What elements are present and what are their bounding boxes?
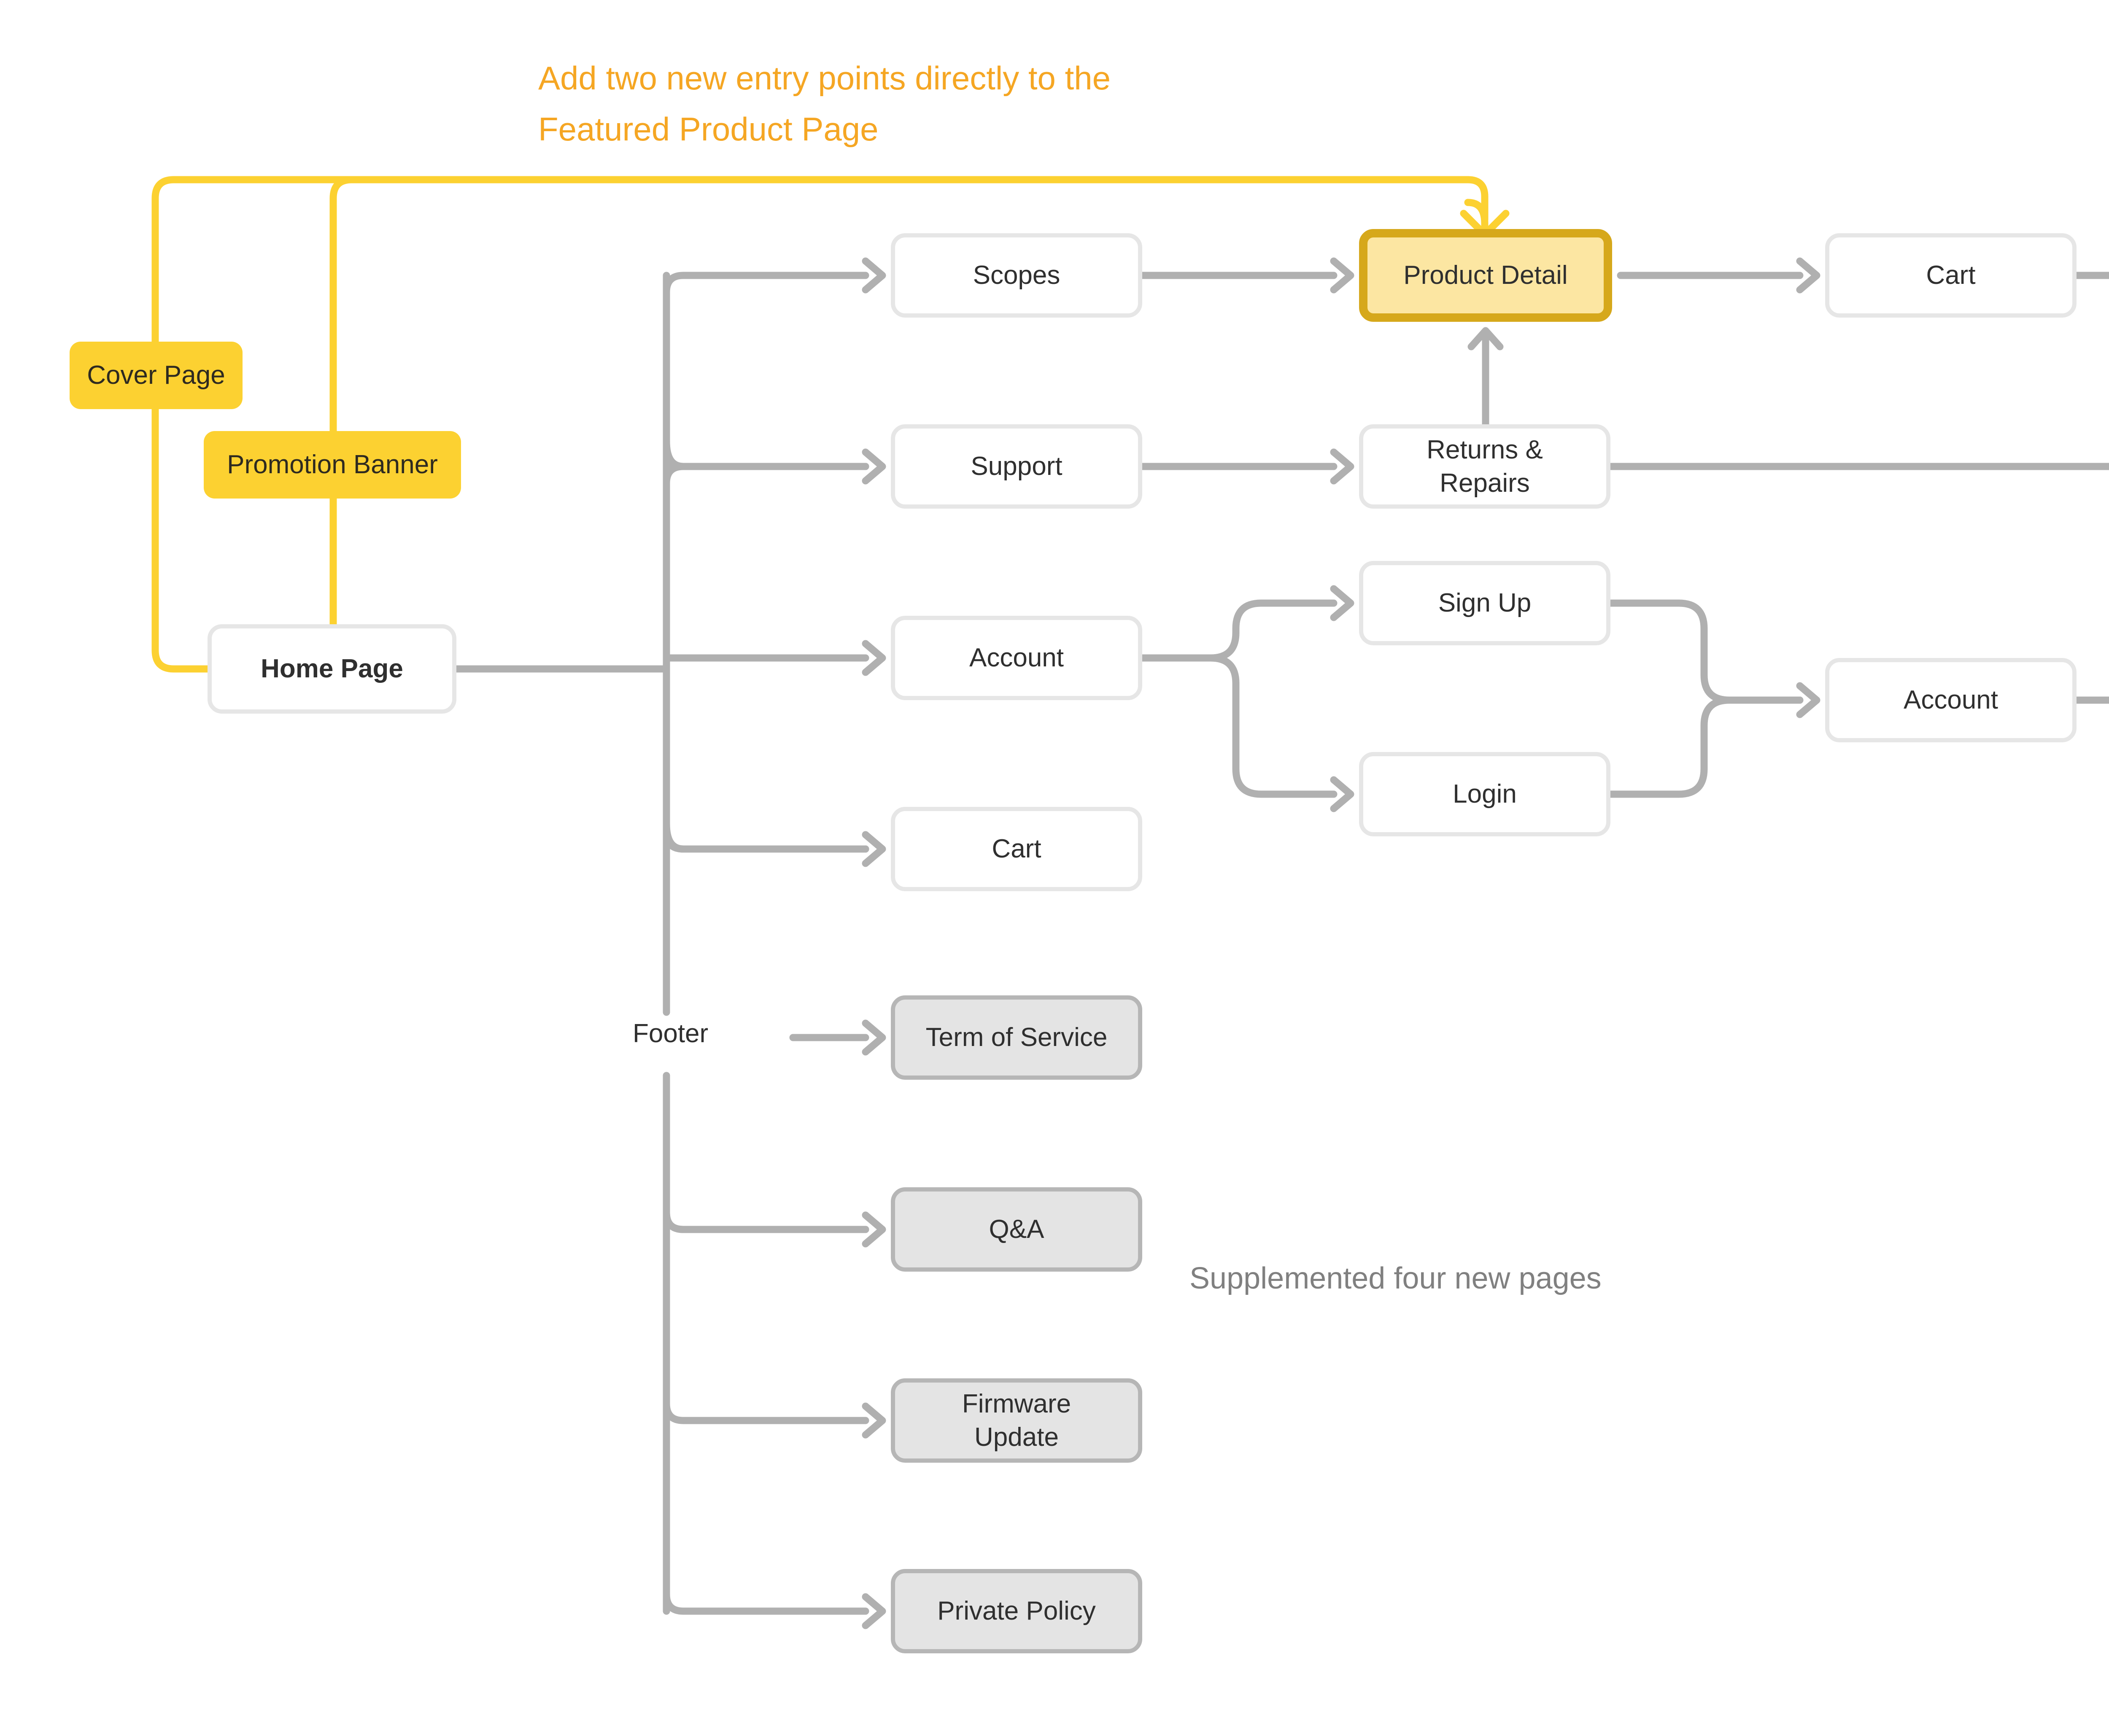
node-returns-repairs[interactable]: Returns & Repairs bbox=[1359, 424, 1610, 509]
node-product-detail[interactable]: Product Detail bbox=[1359, 229, 1612, 322]
node-sign-up[interactable]: Sign Up bbox=[1359, 561, 1610, 645]
node-home-page[interactable]: Home Page bbox=[208, 624, 456, 714]
node-account-right[interactable]: Account bbox=[1825, 658, 2077, 742]
node-promotion-banner[interactable]: Promotion Banner bbox=[204, 431, 461, 499]
node-cover-page[interactable]: Cover Page bbox=[70, 342, 243, 409]
node-support[interactable]: Support bbox=[891, 424, 1142, 509]
node-qa[interactable]: Q&A bbox=[891, 1187, 1142, 1272]
annotation-callout: Add two new entry points directly to the… bbox=[538, 53, 1111, 155]
node-account-left[interactable]: Account bbox=[891, 616, 1142, 700]
node-cart-top[interactable]: Cart bbox=[1825, 233, 2077, 318]
node-scopes[interactable]: Scopes bbox=[891, 233, 1142, 318]
annotation-callout-line1: Add two new entry points directly to the bbox=[538, 59, 1111, 97]
node-private-policy[interactable]: Private Policy bbox=[891, 1569, 1142, 1653]
node-term-of-service[interactable]: Term of Service bbox=[891, 995, 1142, 1080]
node-login[interactable]: Login bbox=[1359, 752, 1610, 836]
annotation-note: Supplemented four new pages bbox=[1189, 1262, 1602, 1295]
annotation-callout-line2: Featured Product Page bbox=[538, 110, 879, 148]
node-cart-left[interactable]: Cart bbox=[891, 807, 1142, 891]
node-firmware-update[interactable]: Firmware Update bbox=[891, 1378, 1142, 1463]
edge-label-footer: Footer bbox=[625, 1019, 716, 1049]
